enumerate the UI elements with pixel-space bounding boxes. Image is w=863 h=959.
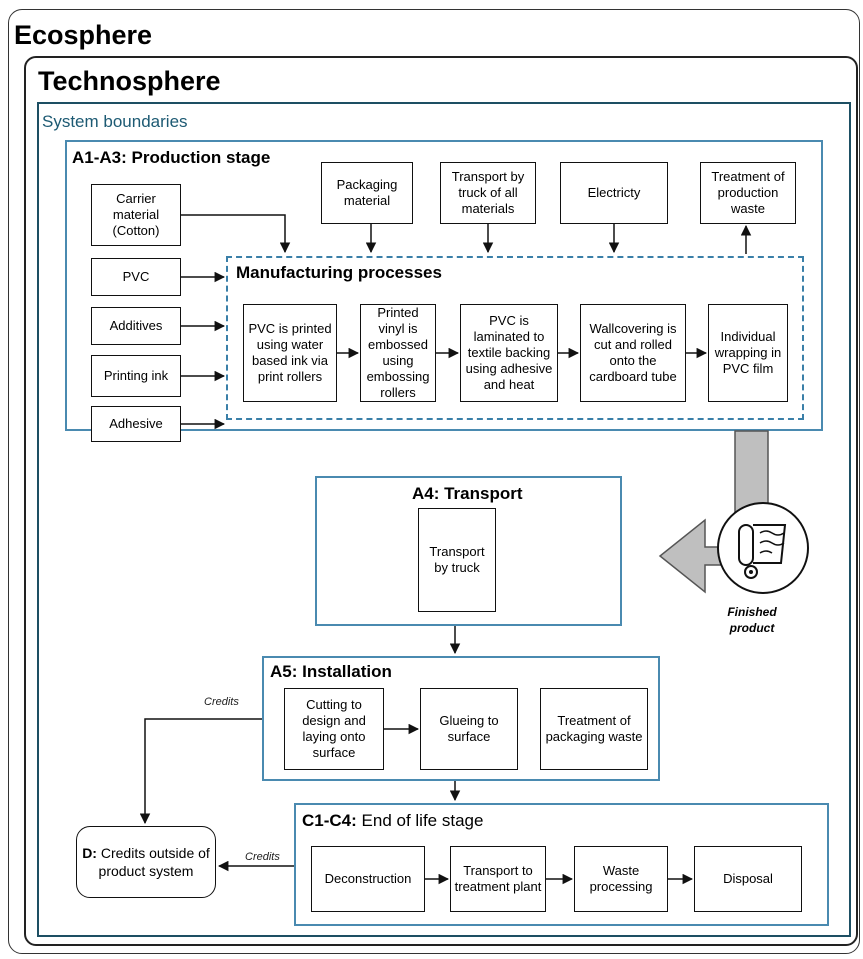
input-transport-materials: Transport by truck of all materials: [440, 162, 536, 224]
installation-stage-title: A5: Installation: [270, 662, 392, 681]
step-wrapping: Individual wrapping in PVC film: [708, 304, 788, 402]
input-adhesive: Adhesive: [91, 406, 181, 442]
disposal: Disposal: [694, 846, 802, 912]
input-additives: Additives: [91, 307, 181, 345]
input-printing-ink: Printing ink: [91, 355, 181, 397]
manufacturing-processes: [226, 256, 804, 420]
ecosphere-frame: [8, 9, 860, 954]
cutting-to-design: Cutting to design and laying onto surfac…: [284, 688, 384, 770]
production-stage-title: A1-A3: Production stage: [72, 148, 271, 167]
packaging-waste-treatment: Treatment of packaging waste: [540, 688, 648, 770]
system-boundaries-title: System boundaries: [42, 112, 188, 131]
transport-by-truck: Transport by truck: [418, 508, 496, 612]
input-electricity: Electricty: [560, 162, 668, 224]
credits-outside-system: D: Credits outside of product system: [76, 826, 216, 898]
end-of-life-title: C1-C4: End of life stage: [302, 811, 484, 830]
input-carrier-material: Carrier material (Cotton): [91, 184, 181, 246]
finished-product-label: Finished product: [727, 605, 777, 635]
production-waste-treatment: Treatment of production waste: [700, 162, 796, 224]
transport-to-treatment: Transport to treatment plant: [450, 846, 546, 912]
step-cutting-rolling: Wallcovering is cut and rolled onto the …: [580, 304, 686, 402]
step-laminating: PVC is laminated to textile backing usin…: [460, 304, 558, 402]
glueing-to-surface: Glueing to surface: [420, 688, 518, 770]
credits-label-installation: Credits: [204, 696, 239, 708]
system-boundaries-frame: [37, 102, 851, 937]
input-packaging-material: Packaging material: [321, 162, 413, 224]
ecosphere-title: Ecosphere: [14, 20, 153, 50]
transport-stage-title: A4: Transport: [412, 484, 523, 503]
manufacturing-title: Manufacturing processes: [236, 263, 442, 282]
technosphere-frame: [24, 56, 858, 946]
input-pvc: PVC: [91, 258, 181, 296]
credits-label-end-of-life: Credits: [245, 851, 280, 863]
technosphere-title: Technosphere: [38, 66, 221, 96]
waste-processing: Waste processing: [574, 846, 668, 912]
deconstruction: Deconstruction: [311, 846, 425, 912]
step-embossing: Printed vinyl is embossed using embossin…: [360, 304, 436, 402]
step-printing: PVC is printed using water based ink via…: [243, 304, 337, 402]
